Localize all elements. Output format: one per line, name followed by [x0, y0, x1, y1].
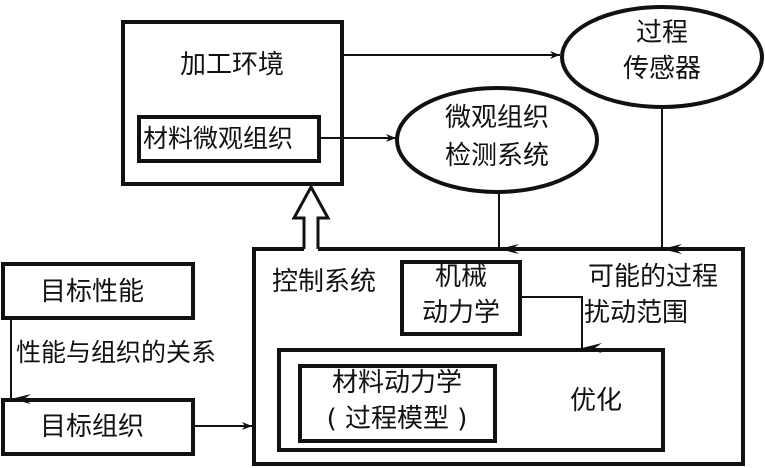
material-micro-label: 材料微观组织 — [143, 124, 294, 153]
perf-relation-label: 性能与组织的关系 — [16, 338, 217, 367]
process-sensor-line1: 过程 — [635, 18, 688, 48]
target-struct-label: 目标组织 — [40, 412, 145, 442]
optimize-box — [277, 348, 665, 452]
control-system-box — [252, 247, 745, 466]
arrow-mech-to-optimize — [520, 296, 602, 353]
mech-dyn-line2: 动力学 — [421, 298, 500, 328]
processing-env-box — [121, 20, 344, 186]
micro-detect-ellipse — [395, 86, 599, 194]
processing-env-label: 加工环境 — [180, 50, 285, 80]
optimize-label: 优化 — [570, 386, 623, 416]
disturb-line2: 扰动范围 — [584, 298, 689, 328]
micro-detect-line2: 检测系统 — [444, 141, 549, 171]
material-dyn-line2: ( 过程模型 ) — [326, 404, 468, 434]
process-sensor-line2: 传感器 — [622, 54, 701, 84]
micro-detect-line1: 微观组织 — [444, 103, 549, 133]
disturb-line1: 可能的过程 — [588, 262, 719, 292]
target-perf-label: 目标性能 — [40, 277, 145, 307]
material-dyn-line1: 材料动力学 — [331, 368, 462, 398]
control-system-label: 控制系统 — [272, 267, 377, 297]
mech-dyn-line1: 机械 — [434, 262, 487, 292]
target-perf-box — [1, 262, 195, 320]
hollow-arrow-control-to-env — [291, 183, 331, 249]
material-dyn-box — [298, 364, 497, 443]
